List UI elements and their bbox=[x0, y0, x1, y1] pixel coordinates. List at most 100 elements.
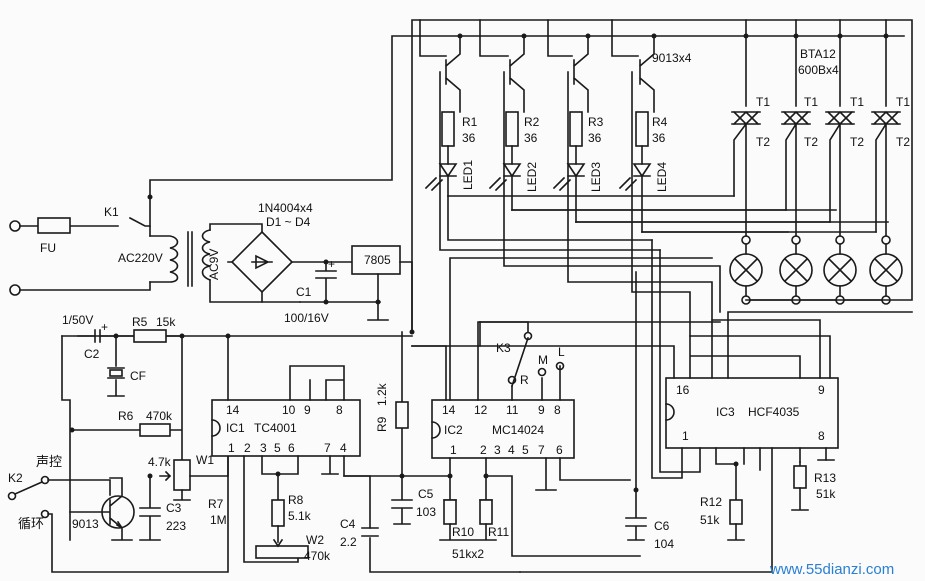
triac1-t2: T2 bbox=[756, 135, 770, 149]
svg-text:4: 4 bbox=[340, 441, 347, 455]
cf-label: CF bbox=[130, 369, 146, 383]
svg-text:+: + bbox=[101, 320, 108, 334]
lamp-3 bbox=[823, 253, 857, 287]
led1-symbol bbox=[438, 163, 458, 197]
resistor-r10 bbox=[443, 499, 457, 525]
k3-contact-l[interactable] bbox=[555, 361, 565, 371]
r6-value: 470k bbox=[146, 409, 173, 423]
main-transistor-label: 9013 bbox=[72, 517, 99, 531]
svg-text:6: 6 bbox=[556, 443, 563, 457]
mains-voltage-label: AC220V bbox=[118, 251, 163, 265]
ac-input-terminal-top bbox=[9, 220, 21, 232]
svg-text:10: 10 bbox=[282, 403, 296, 417]
k3-l-label: L bbox=[558, 345, 565, 359]
transformer-secondary bbox=[201, 229, 212, 282]
r4-label: R4 bbox=[652, 115, 668, 129]
r3-label: R3 bbox=[588, 115, 604, 129]
triac4-t2: T2 bbox=[896, 135, 910, 149]
c6-value: 104 bbox=[654, 537, 674, 551]
triac2-t1: T1 bbox=[804, 95, 818, 109]
r9-c5: R9 1.2k C5 103 bbox=[343, 331, 451, 525]
ic2-designator: IC2 bbox=[444, 423, 463, 437]
lamp-1 bbox=[729, 253, 763, 287]
r13-value: 51k bbox=[816, 487, 836, 501]
resistor-r9 bbox=[395, 401, 409, 429]
ic1-tc4001: 14 10 9 8 IC1 TC4001 1 2 3 5 6 7 4 R7 1M… bbox=[208, 333, 521, 573]
led2-label: LED2 bbox=[525, 162, 539, 192]
triac4-t1: T1 bbox=[896, 95, 910, 109]
ac-input-terminal-bottom bbox=[9, 284, 21, 296]
svg-text:2: 2 bbox=[244, 441, 251, 455]
r12-label: R12 bbox=[700, 495, 722, 509]
watermark: www.55dianzi.com bbox=[769, 561, 894, 578]
resistor-r4 bbox=[635, 111, 649, 147]
fuse-label: FU bbox=[40, 241, 56, 255]
regulator-7805 bbox=[351, 245, 401, 275]
bridge-diode-symbol bbox=[251, 254, 273, 270]
r1-value: 36 bbox=[462, 131, 476, 145]
ic3-body bbox=[665, 377, 839, 449]
svg-text:9: 9 bbox=[304, 403, 311, 417]
triac1-t1: T1 bbox=[756, 95, 770, 109]
potentiometer-w2 bbox=[255, 545, 309, 559]
triac-part-label: BTA12 bbox=[800, 47, 836, 61]
c4-value: 2.2 bbox=[340, 535, 357, 549]
ic2-part: MC14024 bbox=[492, 423, 544, 437]
switch-k1-label: K1 bbox=[104, 205, 119, 219]
c6-label: C6 bbox=[654, 519, 670, 533]
ic3-designator: IC3 bbox=[716, 405, 735, 419]
triac3-t1: T1 bbox=[850, 95, 864, 109]
svg-text:16: 16 bbox=[676, 383, 690, 397]
triac-3 bbox=[825, 110, 855, 237]
resistor-r11 bbox=[479, 499, 493, 525]
r1-label: R1 bbox=[462, 115, 478, 129]
led3-label: LED3 bbox=[589, 162, 603, 192]
resistor-r1 bbox=[441, 111, 455, 147]
c3-value: 223 bbox=[166, 519, 186, 533]
r7-label: R7 bbox=[208, 497, 224, 511]
k3-contact-r[interactable] bbox=[507, 375, 517, 385]
svg-text:1: 1 bbox=[450, 443, 457, 457]
mode-loop-label: 循环 bbox=[18, 517, 44, 532]
svg-text:7: 7 bbox=[324, 441, 331, 455]
svg-text:12: 12 bbox=[474, 403, 488, 417]
svg-text:3: 3 bbox=[494, 443, 501, 457]
w1-value: 4.7k bbox=[148, 455, 172, 469]
c2-label: C2 bbox=[84, 347, 100, 361]
r11-label: R11 bbox=[488, 525, 509, 539]
w2-value: 470k bbox=[304, 549, 331, 563]
resistor-r5 bbox=[133, 329, 167, 343]
triac-2 bbox=[781, 110, 811, 237]
r10-r11-value: 51kx2 bbox=[452, 547, 484, 561]
transformer-primary bbox=[149, 235, 179, 283]
rectifier-designator-label: D1 ~ D4 bbox=[266, 215, 311, 229]
led-drivers: 9013x4 R1 36 R2 36 R3 36 R4 36 LED1 LED2… bbox=[419, 19, 889, 337]
r2-value: 36 bbox=[524, 131, 538, 145]
ic3-hcf4035: 16 9 1 8 IC3 HCF4035 R12 51k R13 51k bbox=[411, 239, 913, 573]
resistor-r12 bbox=[729, 499, 743, 525]
resistor-r6 bbox=[139, 423, 171, 437]
triac-1 bbox=[731, 110, 761, 237]
c1-value: 100/16V bbox=[284, 311, 329, 325]
r8-value: 5.1k bbox=[288, 509, 312, 523]
triac3-t2: T2 bbox=[850, 135, 864, 149]
svg-text:14: 14 bbox=[226, 403, 240, 417]
svg-text:9: 9 bbox=[538, 403, 545, 417]
svg-text:5: 5 bbox=[522, 443, 529, 457]
k3-contact-m[interactable] bbox=[537, 367, 547, 377]
ic1-body bbox=[211, 399, 361, 457]
c5-value: 103 bbox=[416, 505, 436, 519]
resistor-r13 bbox=[793, 465, 807, 489]
c5-label: C5 bbox=[418, 487, 434, 501]
triac2-t2: T2 bbox=[804, 135, 818, 149]
ic1-designator: IC1 bbox=[226, 421, 245, 435]
k2-common[interactable] bbox=[7, 491, 17, 501]
svg-text:3: 3 bbox=[260, 441, 267, 455]
c2-value: 1/50V bbox=[62, 313, 93, 327]
led-transistor-label: 9013x4 bbox=[652, 51, 692, 65]
w1-label: W1 bbox=[196, 453, 214, 467]
k3-r-label: R bbox=[520, 373, 529, 387]
svg-text:11: 11 bbox=[506, 403, 519, 417]
r6-label: R6 bbox=[118, 409, 134, 423]
